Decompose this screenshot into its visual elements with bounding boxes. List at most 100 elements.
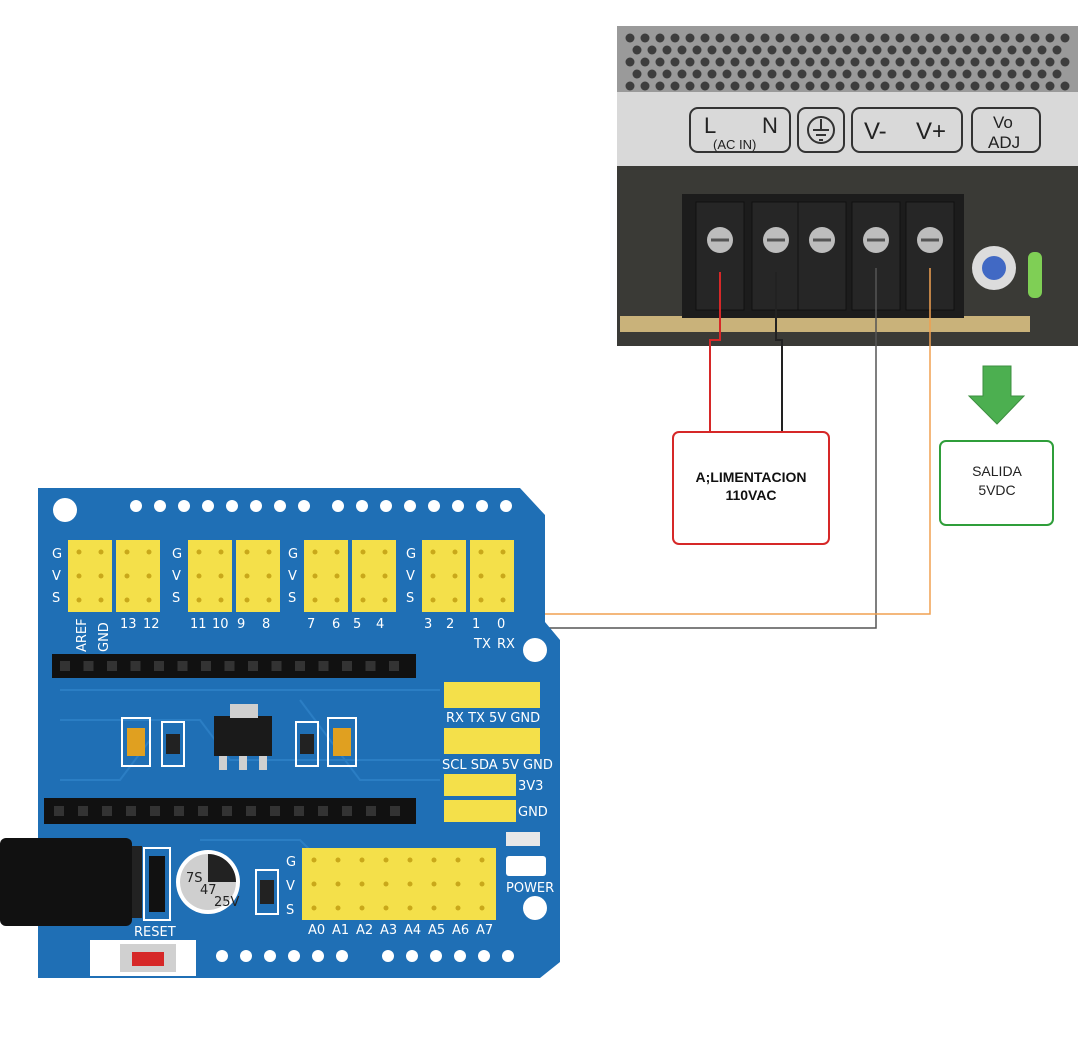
- vent-hole: [767, 45, 777, 55]
- vent-hole: [955, 81, 965, 91]
- pin-pad: [298, 500, 310, 512]
- vent-hole: [632, 69, 642, 79]
- pin-pad: [356, 500, 368, 512]
- vent-hole: [737, 45, 747, 55]
- digital-pin-label: 4: [376, 617, 384, 632]
- vent-hole: [775, 57, 785, 67]
- header-hole: [246, 806, 256, 816]
- vent-hole: [850, 81, 860, 91]
- vent-hole: [1007, 45, 1017, 55]
- vent-hole: [715, 81, 725, 91]
- header-hole: [365, 661, 376, 671]
- header-hole: [248, 661, 258, 671]
- header-hole: [318, 661, 329, 671]
- vent-hole: [782, 69, 792, 79]
- pin-pad: [154, 500, 166, 512]
- yellow-header-block: [422, 540, 466, 612]
- resistor-footprint: [255, 869, 279, 915]
- supply-box: A;LIMENTACION 110VAC: [672, 431, 830, 545]
- vent-hole: [947, 69, 957, 79]
- terminal-screws: [695, 201, 955, 311]
- vent-hole: [1015, 81, 1025, 91]
- vent-hole: [992, 45, 1002, 55]
- power-supply: L N (AC IN) V- V+ Vo ADJ: [617, 26, 1078, 346]
- mount-hole: [53, 498, 77, 522]
- vent-hole: [640, 57, 650, 67]
- digital-pin-label: 0: [497, 617, 505, 632]
- vent-hole: [1045, 57, 1055, 67]
- header-hole: [271, 661, 282, 671]
- earth-ground-icon: [807, 116, 835, 144]
- pin-pad: [288, 950, 300, 962]
- pin-pad: [336, 950, 348, 962]
- vent-hole: [797, 69, 807, 79]
- vent-hole: [985, 33, 995, 43]
- header-hole: [174, 806, 184, 816]
- vent-hole: [805, 33, 815, 43]
- vent-hole: [910, 33, 920, 43]
- cap-text-3: 25V: [214, 895, 240, 910]
- vent-hole: [1030, 81, 1040, 91]
- psu-label-strip: [617, 92, 1078, 166]
- yellow-header-block: [304, 540, 348, 612]
- analog-pin-label: A2: [356, 923, 373, 938]
- gvs-letter: G: [52, 547, 62, 562]
- v33-header: [444, 774, 516, 796]
- gvs-letter: S: [52, 591, 60, 606]
- vent-hole: [625, 81, 635, 91]
- vent-hole: [707, 69, 717, 79]
- resistor-footprint: [161, 721, 185, 767]
- wire-ac-n: [775, 272, 783, 432]
- vent-hole: [745, 81, 755, 91]
- gvs-letter: V: [406, 569, 415, 584]
- vent-hole: [970, 57, 980, 67]
- gvs-letter: V: [288, 569, 297, 584]
- vent-hole: [872, 45, 882, 55]
- vent-hole: [1037, 45, 1047, 55]
- adj-label: ADJ: [988, 133, 1020, 152]
- vent-hole: [775, 33, 785, 43]
- header-hole: [342, 661, 352, 671]
- vent-hole: [655, 57, 665, 67]
- vent-hole: [1022, 45, 1032, 55]
- analog-g-label: G: [286, 855, 296, 870]
- vent-hole: [1030, 33, 1040, 43]
- pin-pad: [274, 500, 286, 512]
- yellow-header-block: [188, 540, 232, 612]
- vent-hole: [1060, 57, 1070, 67]
- vent-hole: [955, 33, 965, 43]
- analog-pin-label: A5: [428, 923, 445, 938]
- vent-hole: [887, 69, 897, 79]
- digital-pin-label: 7: [307, 617, 315, 632]
- header-hole: [78, 806, 88, 816]
- vent-hole: [685, 81, 695, 91]
- led-footprint: [506, 832, 540, 846]
- vent-hole: [722, 69, 732, 79]
- analog-pin-label: A0: [308, 923, 325, 938]
- vent-hole: [700, 57, 710, 67]
- digital-pin-label: 3: [424, 617, 432, 632]
- gvs-letter: G: [406, 547, 416, 562]
- vent-hole: [790, 33, 800, 43]
- gnd-side-label: GND: [518, 805, 548, 820]
- vent-hole: [745, 33, 755, 43]
- vent-hole: [730, 81, 740, 91]
- gvs-letter: S: [406, 591, 414, 606]
- pin-pad: [382, 950, 394, 962]
- header-hole: [390, 806, 400, 816]
- vent-hole: [790, 81, 800, 91]
- pin-pad: [404, 500, 416, 512]
- ac-n-label: N: [762, 113, 778, 138]
- vent-hole: [872, 69, 882, 79]
- gnd-header: [444, 800, 516, 822]
- analog-headers: [302, 848, 496, 920]
- wire-v-minus: [498, 268, 877, 629]
- vent-hole: [1022, 69, 1032, 79]
- digital-pin-label: 9: [237, 617, 245, 632]
- pin-pad: [380, 500, 392, 512]
- pin-pad: [452, 500, 464, 512]
- vent-hole: [752, 45, 762, 55]
- digital-pin-label: 8: [262, 617, 270, 632]
- vent-hole: [782, 45, 792, 55]
